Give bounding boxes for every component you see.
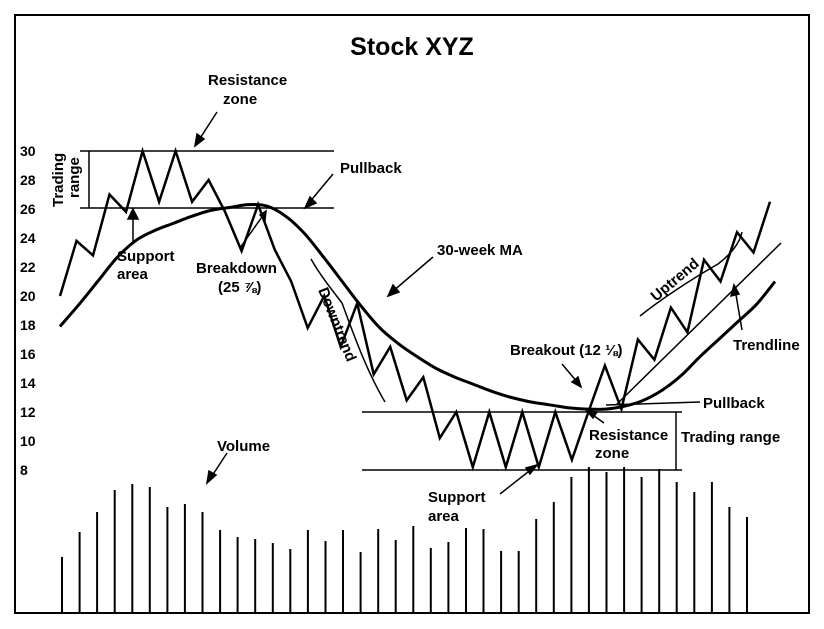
arrowhead-breakout — [570, 375, 583, 389]
y-tick-label: 10 — [20, 433, 36, 449]
y-tick-label: 18 — [20, 317, 36, 333]
label-ma: 30-week MA — [437, 242, 523, 259]
y-tick-label: 8 — [20, 462, 28, 478]
label-trendline: Trendline — [733, 337, 800, 354]
arrowhead-resistance-bottom — [584, 408, 599, 420]
y-tick-label: 14 — [20, 375, 36, 391]
volume-bars — [61, 467, 748, 612]
label-volume: Volume — [217, 438, 270, 455]
y-axis-ticks: 30 28 26 24 22 20 18 16 14 12 10 8 — [20, 143, 36, 478]
price-line — [58, 146, 772, 472]
label-pullback-bottom: Pullback — [703, 395, 765, 412]
chart-title: Stock XYZ — [350, 33, 474, 61]
y-tick-label: 30 — [20, 143, 36, 159]
trendline — [615, 242, 782, 406]
chart-frame — [14, 14, 810, 614]
y-tick-label: 22 — [20, 259, 36, 275]
label-trading-range-top-2: range — [66, 157, 83, 198]
downtrend-bracket — [310, 258, 386, 403]
label-resistance-bottom-2: zone — [595, 445, 629, 462]
arrowhead-breakdown — [258, 209, 267, 222]
arrowhead-support-top — [126, 207, 140, 220]
label-resistance-top-1: Resistance — [208, 72, 287, 89]
arrowhead-pullback-top — [303, 195, 318, 210]
uptrend-bracket — [639, 231, 743, 317]
arrowhead-ma — [386, 283, 401, 298]
arrow-ma — [391, 256, 434, 293]
arrowhead-support-bottom — [524, 463, 539, 476]
arrowhead-volume — [205, 469, 218, 485]
y-tick-label: 26 — [20, 201, 36, 217]
y-tick-label: 20 — [20, 288, 36, 304]
label-breakout: Breakout (12 ⅛) — [510, 342, 623, 359]
y-tick-label: 24 — [20, 230, 36, 246]
label-support-top-1: Support — [117, 248, 175, 265]
annotation-arrows — [126, 111, 743, 495]
label-trading-range-top-1: Trading — [50, 153, 67, 207]
label-resistance-bottom-1: Resistance — [589, 427, 668, 444]
label-support-bottom-1: Support — [428, 489, 486, 506]
arrow-trendline — [734, 288, 743, 331]
y-tick-label: 12 — [20, 404, 36, 420]
trading-range-top-box — [80, 150, 334, 209]
moving-average-line — [58, 202, 777, 411]
label-pullback-top: Pullback — [340, 160, 402, 177]
label-support-bottom-2: area — [428, 508, 460, 525]
label-support-top-2: area — [117, 266, 149, 283]
arrowhead-resistance-top — [193, 132, 206, 148]
arrow-breakdown — [239, 213, 265, 249]
arrowhead-trendline — [729, 283, 741, 298]
arrow-support-bottom — [499, 467, 534, 495]
label-breakdown: Breakdown — [196, 260, 277, 277]
y-tick-label: 28 — [20, 172, 36, 188]
label-resistance-top-2: zone — [223, 91, 257, 108]
y-tick-label: 16 — [20, 346, 36, 362]
pullback-bottom-line — [605, 401, 701, 406]
label-trading-range-bottom: Trading range — [681, 429, 780, 446]
label-breakdown-price: (25 ⅞) — [218, 279, 261, 296]
